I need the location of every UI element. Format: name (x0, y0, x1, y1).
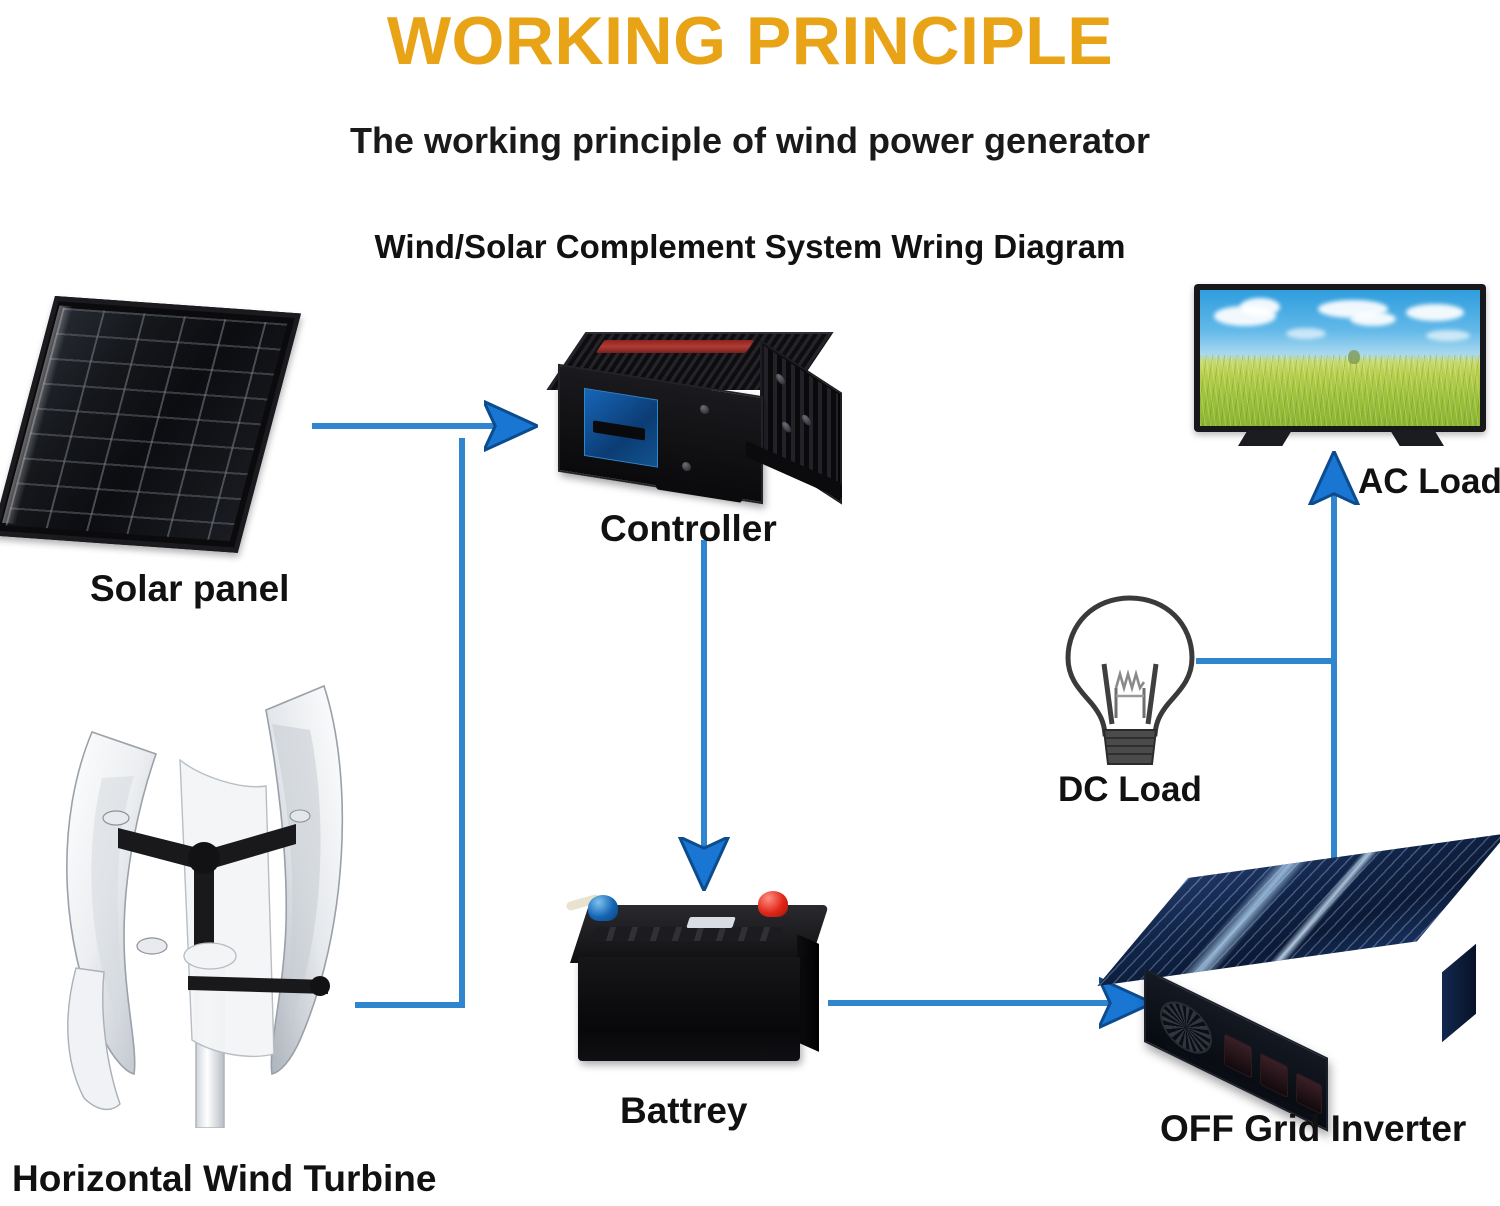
wire-turbine-to-controller (355, 438, 465, 1008)
battery-icon[interactable] (565, 891, 829, 1070)
vertical-axis-wind-turbine-icon[interactable] (28, 668, 388, 1129)
inverter-side-casing (1442, 943, 1476, 1043)
inverter-icon[interactable] (1097, 833, 1500, 1132)
dc-load-label: DC Load (1058, 770, 1202, 809)
battery-negative-terminal (588, 895, 618, 921)
turbine-hub-lower (183, 942, 237, 970)
tv-field-texture (1200, 355, 1480, 426)
turbine-hub-arms-upper (118, 824, 296, 950)
light-bulb-icon[interactable] (1060, 592, 1200, 770)
solar-panel-icon[interactable] (0, 296, 305, 553)
controller-blue-label (584, 387, 658, 468)
controller-screw (682, 461, 691, 472)
inverter-output-port (1224, 1033, 1252, 1079)
controller-red-stripe (595, 340, 755, 353)
controller-mount-foot (656, 477, 742, 503)
battery-positive-terminal (758, 891, 788, 917)
battery-front (578, 957, 800, 1061)
inverter-label: OFF Grid Inverter (1160, 1108, 1467, 1149)
bulb-filament (1114, 669, 1146, 693)
tv-bezel (1194, 284, 1486, 432)
solar-cell-grid (5, 307, 288, 542)
controller-label: Controller (600, 508, 777, 549)
turbine-hub-upper (188, 842, 220, 874)
tv-stand-left (1238, 430, 1292, 446)
page-title: WORKING PRINCIPLE (386, 3, 1114, 79)
solar-panel-body (0, 296, 302, 553)
page-subtitle: The working principle of wind power gene… (349, 120, 1151, 161)
ac-load-label: AC Load (1358, 462, 1500, 501)
tv-stand-right (1390, 430, 1444, 446)
controller-screw (700, 404, 709, 415)
turbine-arm-lower (188, 976, 328, 994)
bulb-glass (1065, 595, 1195, 737)
charge-controller-icon[interactable] (546, 332, 848, 505)
tv-screen (1200, 290, 1480, 426)
television-icon[interactable] (1194, 284, 1486, 456)
battery-sticker (686, 917, 736, 928)
battery-side (797, 934, 819, 1052)
battery-label: Battrey (620, 1090, 748, 1131)
diagram-title: Wind/Solar Complement System Wring Diagr… (374, 228, 1126, 265)
wind-turbine-label: Horizontal Wind Turbine (12, 1158, 437, 1199)
solar-panel-label: Solar panel (90, 568, 290, 609)
battery-cell-caps (589, 927, 785, 941)
turbine-blade-lower (67, 967, 121, 1111)
